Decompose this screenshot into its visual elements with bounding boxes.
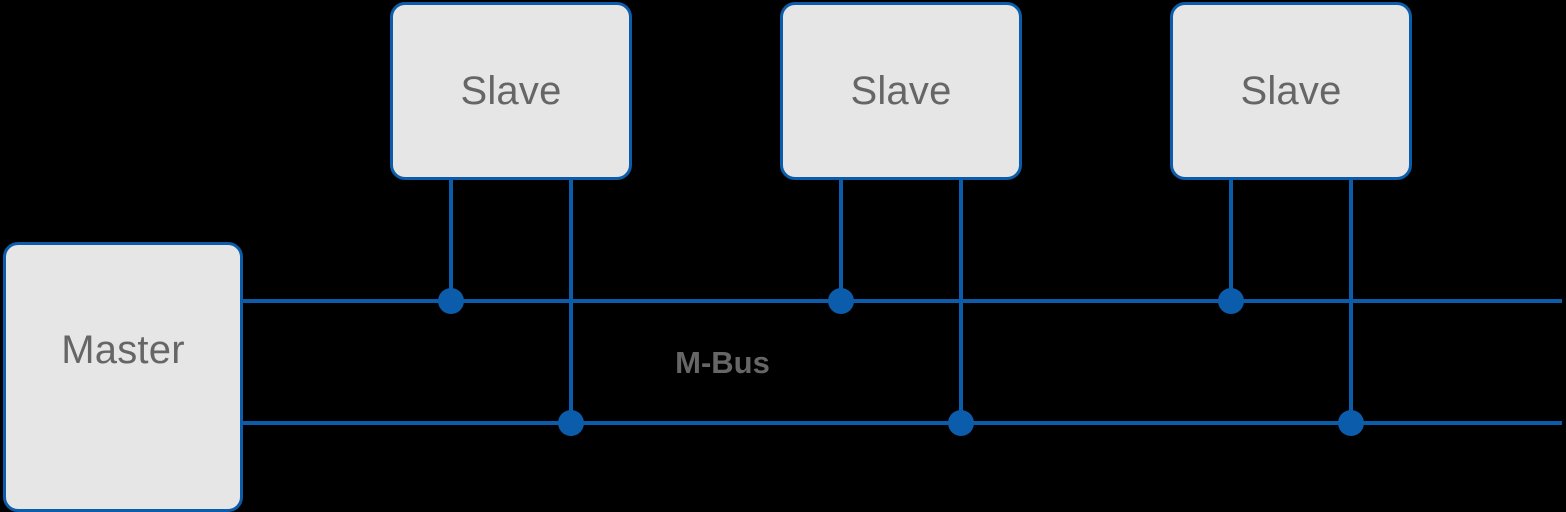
junction-dot-slave-1-top [438, 288, 464, 314]
node-slave-1[interactable]: Slave [390, 2, 632, 180]
junction-dot-slave-2-top [828, 288, 854, 314]
bus-wiring-layer [241, 178, 1562, 436]
node-slave-2[interactable]: Slave [780, 2, 1022, 180]
node-slave-3-label: Slave [1240, 69, 1342, 113]
node-slave-1-label: Slave [460, 69, 562, 113]
junction-dot-slave-3-bottom [1338, 410, 1364, 436]
node-master[interactable]: Master [3, 242, 243, 512]
mbus-topology-diagram: Master Slave Slave Slave M-Bus [3, 2, 1562, 512]
node-master-label: Master [61, 328, 185, 372]
junction-dot-slave-1-bottom [558, 410, 584, 436]
node-slave-3[interactable]: Slave [1170, 2, 1412, 180]
junction-dot-slave-3-top [1218, 288, 1244, 314]
junction-dot-slave-2-bottom [948, 410, 974, 436]
slave-drop-lines [449, 178, 1353, 423]
bus-junction-dots [438, 288, 1364, 436]
node-slave-2-label: Slave [850, 69, 952, 113]
bus-caption-label: M-Bus [675, 345, 770, 380]
